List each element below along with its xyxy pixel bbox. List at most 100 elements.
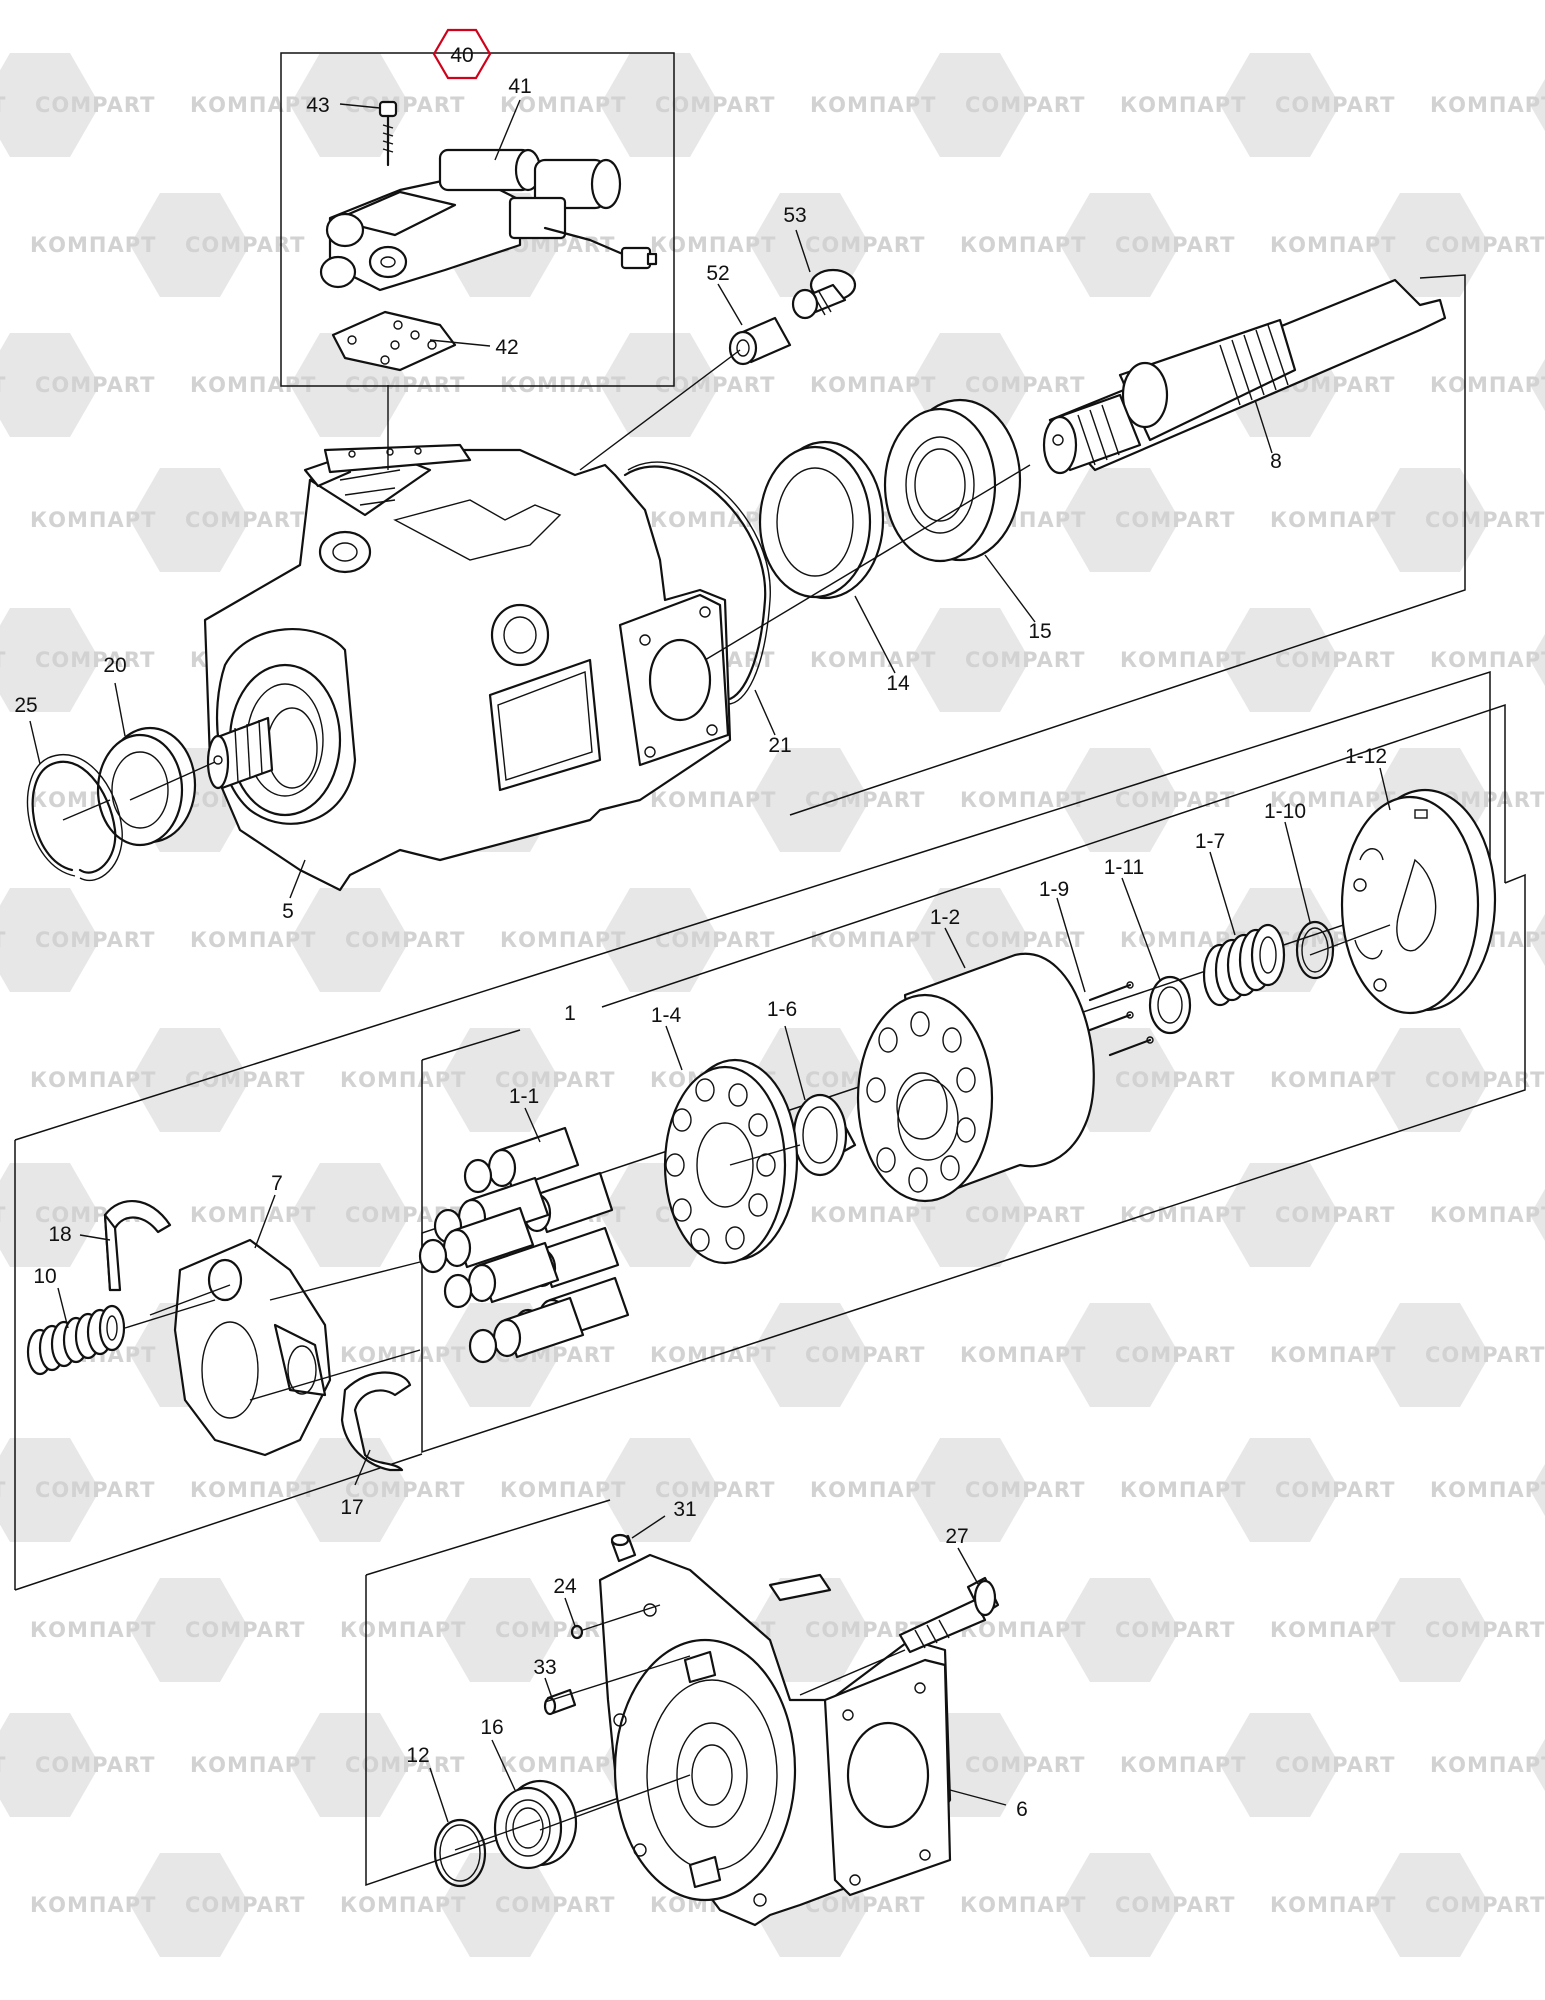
- svg-text:КОМПАРТ: КОМПАРТ: [1270, 788, 1396, 812]
- part-8-drive-shaft: [1042, 278, 1447, 475]
- svg-text:КОМПАРТ: КОМПАРТ: [340, 1893, 466, 1917]
- callout-1-2[interactable]: 1-2: [930, 906, 960, 929]
- callout-1-4[interactable]: 1-4: [651, 1004, 682, 1027]
- callout-53[interactable]: 53: [783, 204, 806, 227]
- part-7-swash-plate: [173, 1238, 332, 1457]
- piston: [418, 1206, 535, 1274]
- callout-7[interactable]: 7: [271, 1172, 283, 1195]
- part-1-11-washer: [1148, 975, 1192, 1035]
- callout-24[interactable]: 24: [553, 1575, 577, 1598]
- svg-text:КОМПАРТ: КОМПАРТ: [1430, 648, 1545, 672]
- callout-25[interactable]: 25: [14, 694, 37, 717]
- svg-text:COMPART: COMPART: [655, 1478, 775, 1502]
- callout-16[interactable]: 16: [480, 1716, 503, 1739]
- part-41-regulator-valve: [319, 148, 658, 292]
- part-42-gasket: [331, 310, 457, 372]
- svg-text:COMPART: COMPART: [1115, 1893, 1235, 1917]
- callout-27[interactable]: 27: [945, 1525, 968, 1548]
- callout-6[interactable]: 6: [1016, 1798, 1028, 1821]
- svg-text:КОМПАРТ: КОМПАРТ: [810, 93, 936, 117]
- callout-1[interactable]: 1: [564, 1002, 576, 1025]
- piston: [463, 1126, 580, 1194]
- callout-18[interactable]: 18: [48, 1223, 71, 1246]
- callout-42[interactable]: 42: [495, 336, 518, 359]
- part-1-1-pistons: [418, 1126, 630, 1364]
- svg-text:КОМПАРТ: КОМПАРТ: [500, 93, 626, 117]
- part-1-10-snap-ring: [1295, 920, 1335, 980]
- callout-33[interactable]: 33: [533, 1656, 556, 1679]
- part-5-pump-housing: [203, 443, 732, 892]
- callout-14[interactable]: 14: [886, 672, 910, 695]
- svg-text:COMPART: COMPART: [1275, 93, 1395, 117]
- svg-text:КОМПАРТ: КОМПАРТ: [960, 233, 1086, 257]
- svg-text:КОМПАРТ: КОМПАРТ: [810, 1203, 936, 1227]
- port-plate-frame: [365, 1499, 701, 1887]
- watermark-tile: КОМПАРТ COMPART: [340, 1578, 615, 1682]
- callout-8[interactable]: 8: [1270, 450, 1282, 473]
- svg-text:COMPART: COMPART: [965, 373, 1085, 397]
- part-27-bolt: [898, 1576, 1000, 1654]
- callout-1-6[interactable]: 1-6: [767, 998, 797, 1021]
- callout-1-12[interactable]: 1-12: [1345, 745, 1387, 768]
- callout-1-9[interactable]: 1-9: [1039, 878, 1069, 901]
- svg-text:COMPART: COMPART: [1115, 1343, 1235, 1367]
- svg-text:COMPART: COMPART: [965, 928, 1085, 952]
- callout-20[interactable]: 20: [103, 654, 126, 677]
- svg-text:COMPART: COMPART: [495, 1618, 615, 1642]
- shaft-frame: [789, 274, 1466, 816]
- svg-text:КОМПАРТ: КОМПАРТ: [1120, 1753, 1246, 1777]
- callout-15[interactable]: 15: [1028, 620, 1051, 643]
- callout-1-10[interactable]: 1-10: [1264, 800, 1306, 823]
- callout-12[interactable]: 12: [406, 1744, 429, 1767]
- callout-31[interactable]: 31: [673, 1498, 696, 1521]
- svg-text:КОМПАРТ: КОМПАРТ: [500, 928, 626, 952]
- svg-text:COMPART: COMPART: [35, 373, 155, 397]
- callout-43[interactable]: 43: [306, 94, 329, 117]
- svg-text:КОМПАРТ: КОМПАРТ: [340, 1618, 466, 1642]
- svg-text:COMPART: COMPART: [1115, 1618, 1235, 1642]
- part-1-7-spring: [1202, 923, 1286, 1007]
- callout-52[interactable]: 52: [706, 262, 729, 285]
- shaft-spline: [1219, 324, 1289, 406]
- svg-text:КОМПАРТ: КОМПАРТ: [340, 1068, 466, 1092]
- callout-1-7[interactable]: 1-7: [1195, 830, 1225, 853]
- svg-text:COMPART: COMPART: [965, 1753, 1085, 1777]
- callout-1-11[interactable]: 1-11: [1104, 856, 1144, 879]
- assembly-40-highlight-badge[interactable]: 40: [432, 28, 492, 80]
- svg-text:COMPART: COMPART: [1425, 233, 1545, 257]
- svg-text:COMPART: COMPART: [345, 928, 465, 952]
- rotating-group-frame: [421, 703, 1526, 1454]
- svg-text:КОМПАРТ: КОМПАРТ: [190, 373, 316, 397]
- part-53-plug: [791, 268, 857, 320]
- svg-text:КОМПАРТ: КОМПАРТ: [190, 1478, 316, 1502]
- callout-41[interactable]: 41: [508, 75, 531, 98]
- svg-text:КОМПАРТ: КОМПАРТ: [30, 233, 156, 257]
- svg-text:COMPART: COMPART: [1425, 1343, 1545, 1367]
- svg-text:КОМПАРТ: КОМПАРТ: [30, 1068, 156, 1092]
- svg-text:COMPART: COMPART: [345, 1753, 465, 1777]
- callout-17[interactable]: 17: [340, 1496, 363, 1519]
- svg-text:КОМПАРТ: КОМПАРТ: [0, 1203, 6, 1227]
- callout-10[interactable]: 10: [33, 1265, 56, 1288]
- svg-text:COMPART: COMPART: [805, 1343, 925, 1367]
- callout-1-1[interactable]: 1-1: [509, 1085, 539, 1108]
- svg-text:КОМПАРТ: КОМПАРТ: [650, 508, 776, 532]
- callout-21[interactable]: 21: [768, 734, 791, 757]
- callout-5[interactable]: 5: [282, 900, 294, 923]
